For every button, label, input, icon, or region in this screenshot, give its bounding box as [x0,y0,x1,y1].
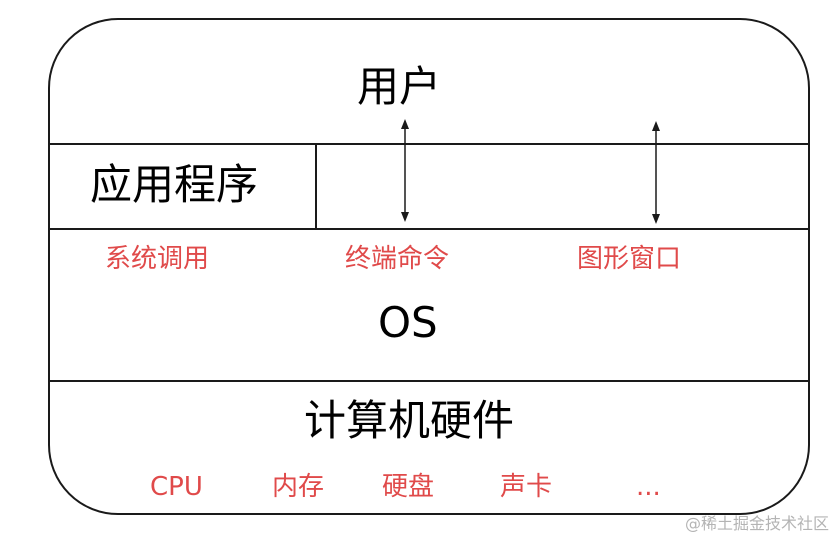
hardware-layer-label: 计算机硬件 [304,396,515,445]
os-interface-gui: 图形窗口 [577,244,682,274]
user-layer-label: 用户 [357,62,442,111]
divider-app-column [315,143,317,228]
hardware-part-soundcard: 声卡 [500,472,553,502]
hardware-part-more: ... [636,472,661,502]
os-layer-label: OS [378,298,438,347]
diagram-frame [48,18,810,515]
watermark-text: @稀土掘金技术社区 [684,514,829,533]
divider-app-os [50,228,808,230]
hardware-part-memory: 内存 [272,472,325,502]
os-interface-syscall: 系统调用 [105,244,210,274]
app-layer-label: 应用程序 [90,160,259,209]
hardware-part-disk: 硬盘 [382,472,435,502]
divider-os-hardware [50,380,808,382]
divider-user-app [50,143,808,145]
os-interface-terminal: 终端命令 [345,244,450,274]
hardware-part-cpu: CPU [150,472,203,502]
